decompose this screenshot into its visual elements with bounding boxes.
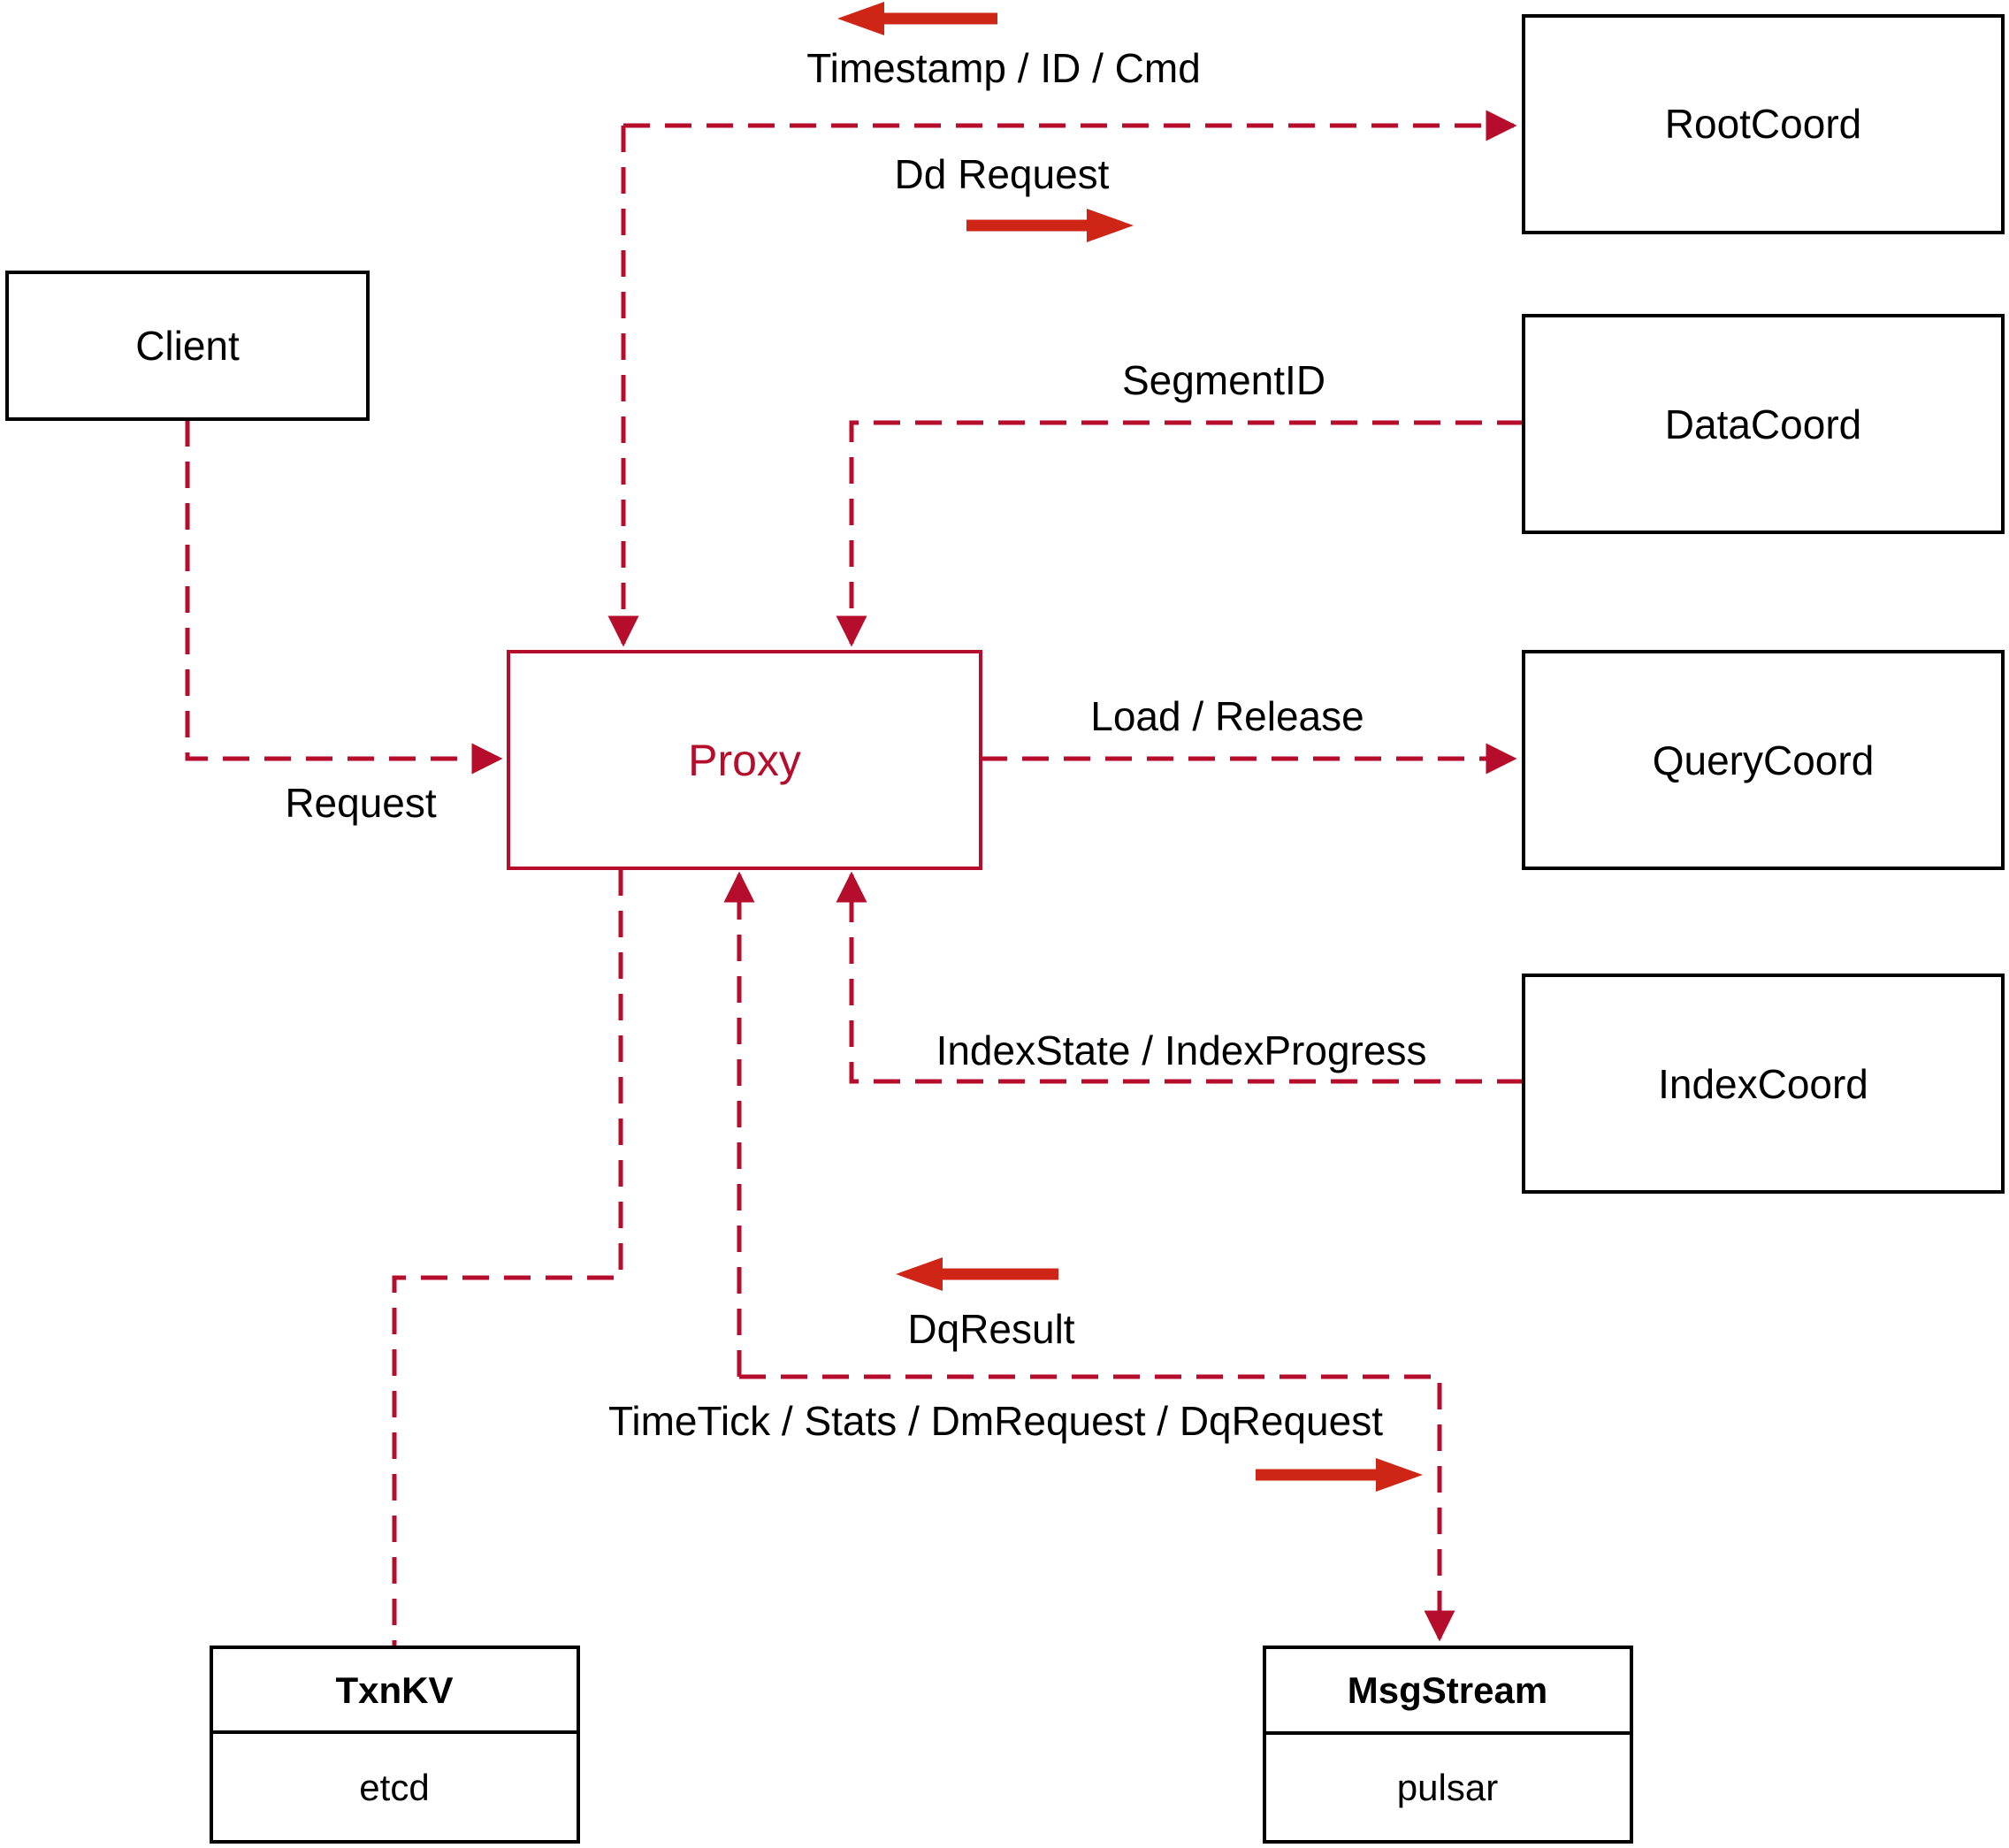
node-indexcoord-label: IndexCoord: [1658, 1061, 1868, 1107]
node-txnkv-subtitle: etcd: [359, 1767, 429, 1808]
node-datacoord: DataCoord: [1522, 314, 2005, 534]
edge-label-dd-request: Dd Request: [895, 151, 1110, 197]
arrow-dqresult-left-icon: [896, 1257, 1058, 1291]
node-msgstream-title: MsgStream: [1348, 1669, 1547, 1711]
node-querycoord: QueryCoord: [1522, 650, 2005, 870]
edge-proxy-msgstream: [723, 871, 1455, 1642]
edge-label-segment-id: SegmentID: [1122, 357, 1325, 403]
edge-datacoord-proxy: [836, 420, 1524, 647]
node-txnkv-title: TxnKV: [335, 1669, 453, 1711]
arrow-timetick-right-icon: [1256, 1458, 1423, 1492]
node-datacoord-label: DataCoord: [1665, 401, 1861, 447]
edge-indexcoord-proxy: [836, 871, 1524, 1084]
node-rootcoord: RootCoord: [1522, 14, 2005, 234]
edge-label-request: Request: [285, 780, 437, 826]
node-msgstream: MsgStream pulsar: [1263, 1646, 1633, 1844]
arrow-timestamp-left-icon: [837, 2, 997, 35]
edge-proxy-rootcoord: [607, 110, 1517, 647]
node-rootcoord-label: RootCoord: [1665, 101, 1861, 147]
node-indexcoord: IndexCoord: [1522, 974, 2005, 1194]
edge-label-index-state: IndexState / IndexProgress: [936, 1027, 1427, 1073]
node-proxy-label: Proxy: [688, 736, 801, 785]
node-client: Client: [5, 271, 370, 421]
node-proxy: Proxy: [507, 650, 982, 870]
edge-label-load-release: Load / Release: [1090, 693, 1364, 739]
node-msgstream-subtitle: pulsar: [1397, 1767, 1498, 1808]
node-client-label: Client: [135, 323, 240, 369]
node-querycoord-label: QueryCoord: [1653, 737, 1875, 783]
edge-client-proxy: [185, 420, 503, 775]
node-txnkv: TxnKV etcd: [210, 1646, 580, 1844]
edge-label-dq-result: DqResult: [907, 1306, 1074, 1352]
edge-proxy-txnkv: [392, 869, 623, 1647]
edge-label-timetick: TimeTick / Stats / DmRequest / DqRequest: [608, 1398, 1383, 1444]
arrow-ddrequest-right-icon: [966, 209, 1134, 242]
edge-label-timestamp: Timestamp / ID / Cmd: [806, 45, 1201, 91]
